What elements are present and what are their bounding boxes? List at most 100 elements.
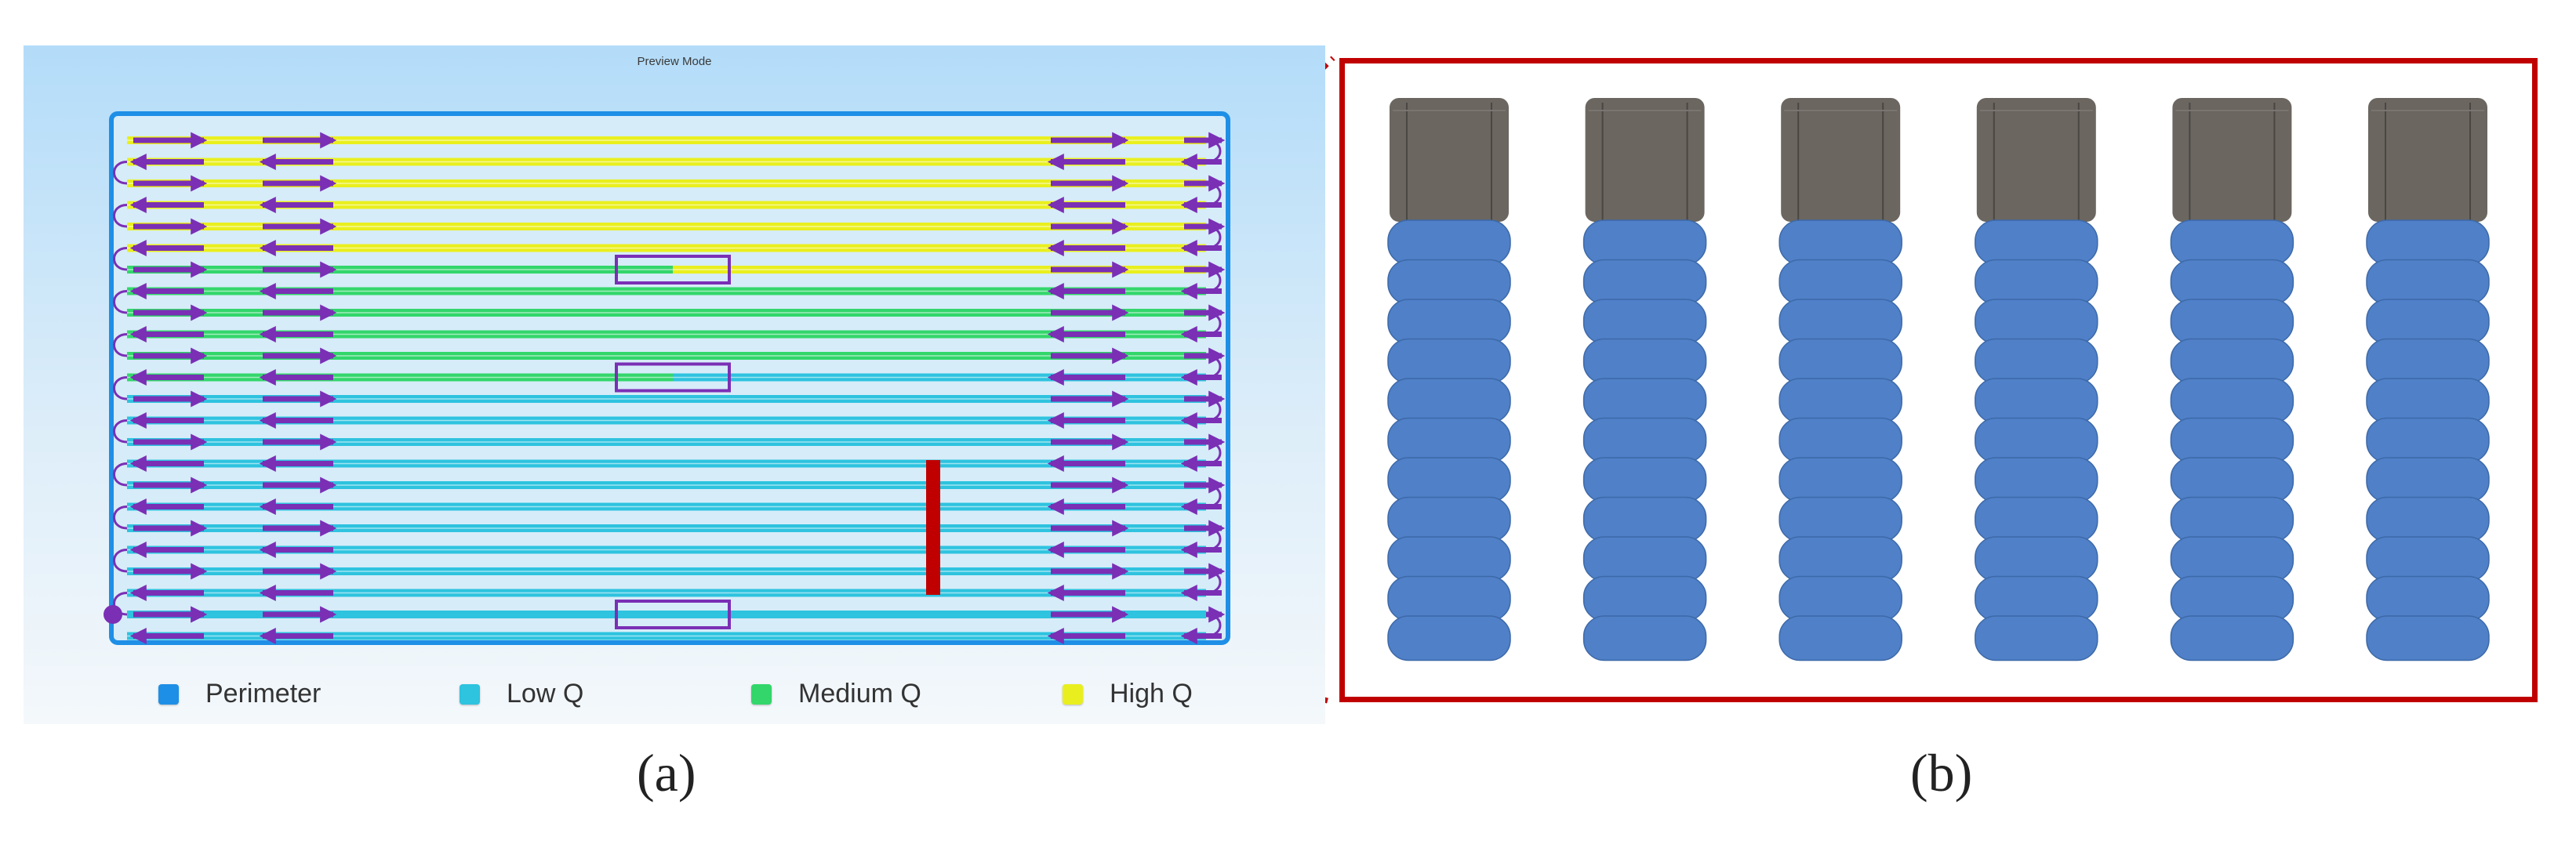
printed-bead xyxy=(1975,457,2098,503)
printed-bead xyxy=(1582,496,1707,542)
bead-columns xyxy=(1387,98,2490,661)
printed-bead xyxy=(1582,536,1707,582)
printed-bead xyxy=(1778,259,1902,305)
printed-bead xyxy=(1387,575,1511,622)
printed-bead xyxy=(1975,219,2098,266)
printed-bead xyxy=(2170,299,2294,345)
legend-swatch xyxy=(158,683,179,705)
printed-bead xyxy=(2170,536,2294,582)
printed-bead xyxy=(1778,338,1902,384)
path-turnaround xyxy=(113,419,128,444)
printed-bead xyxy=(2366,615,2490,661)
printed-bead xyxy=(1975,496,2098,542)
printed-bead xyxy=(1975,615,2098,661)
printed-bead xyxy=(1387,299,1511,345)
legend-label: Low Q xyxy=(507,679,584,708)
printed-bead xyxy=(1582,378,1707,424)
column-top-block xyxy=(1976,98,2096,222)
path-start-marker xyxy=(104,605,122,624)
printed-bead xyxy=(2366,338,2490,384)
printed-bead xyxy=(1778,575,1902,622)
printed-bead xyxy=(2170,615,2294,661)
printed-bead xyxy=(2366,575,2490,622)
bead-column xyxy=(1975,98,2098,661)
printed-bead xyxy=(2170,417,2294,463)
printed-bead xyxy=(1387,219,1511,266)
path-turnaround xyxy=(113,549,128,573)
printed-bead xyxy=(1582,338,1707,384)
printed-bead xyxy=(2366,219,2490,266)
path-turnaround xyxy=(113,506,128,530)
printed-bead xyxy=(1582,575,1707,622)
printed-bead xyxy=(1387,615,1511,661)
printed-bead xyxy=(1582,219,1707,266)
toolpath-preview xyxy=(24,45,1325,724)
printed-bead xyxy=(2366,378,2490,424)
printed-bead xyxy=(2170,575,2294,622)
bead-column xyxy=(1582,98,1707,661)
legend-swatch xyxy=(460,683,480,705)
printed-bead xyxy=(1582,259,1707,305)
printed-bead xyxy=(1778,615,1902,661)
printed-bead xyxy=(1778,219,1902,266)
printed-bead xyxy=(1387,536,1511,582)
path-turnaround xyxy=(113,333,128,357)
printed-bead xyxy=(1975,338,2098,384)
printed-bead xyxy=(2366,299,2490,345)
legend-item-low-q: Low Q xyxy=(460,679,583,709)
cross-section-zoom-panel xyxy=(1339,58,2538,702)
printed-bead xyxy=(2366,457,2490,503)
printed-bead xyxy=(1387,259,1511,305)
caption-b: (b) xyxy=(1910,743,1973,803)
legend-label: Medium Q xyxy=(798,679,921,708)
printed-bead xyxy=(1387,338,1511,384)
printed-bead xyxy=(1387,378,1511,424)
printed-bead xyxy=(2170,457,2294,503)
preview-mode-label: Preview Mode xyxy=(637,55,712,68)
caption-a: (a) xyxy=(637,743,696,803)
transition-box xyxy=(615,362,731,393)
printed-bead xyxy=(2366,496,2490,542)
legend-label: Perimeter xyxy=(205,679,322,708)
column-top-block xyxy=(2172,98,2292,222)
printed-bead xyxy=(2170,378,2294,424)
printed-bead xyxy=(2170,338,2294,384)
transition-box xyxy=(615,255,731,284)
column-top-block xyxy=(1781,98,1901,222)
printed-bead xyxy=(1975,575,2098,622)
bead-column xyxy=(2170,98,2294,661)
bead-column xyxy=(2366,98,2490,661)
legend-swatch xyxy=(751,683,772,705)
printed-bead xyxy=(1582,417,1707,463)
legend-item-medium-q: Medium Q xyxy=(751,679,921,709)
section-marker xyxy=(926,460,940,595)
legend-swatch xyxy=(1063,683,1083,705)
printed-bead xyxy=(1778,378,1902,424)
legend-label: High Q xyxy=(1110,679,1193,708)
printed-bead xyxy=(1778,496,1902,542)
column-top-block xyxy=(1390,98,1509,222)
printed-bead xyxy=(1582,299,1707,345)
printed-bead xyxy=(1975,259,2098,305)
path-turnaround xyxy=(113,462,128,487)
path-turnaround xyxy=(113,290,128,314)
printed-bead xyxy=(1778,536,1902,582)
printed-bead xyxy=(1778,457,1902,503)
printed-bead xyxy=(1975,536,2098,582)
printed-bead xyxy=(1778,417,1902,463)
column-top-block xyxy=(1585,98,1705,222)
legend: Perimeter Low Q Medium Q High Q xyxy=(24,672,1325,716)
printed-bead xyxy=(1975,299,2098,345)
path-turnaround xyxy=(113,161,128,185)
legend-item-perimeter: Perimeter xyxy=(158,679,321,709)
bead-column xyxy=(1387,98,1511,661)
printed-bead xyxy=(2366,259,2490,305)
printed-bead xyxy=(1975,417,2098,463)
printed-bead xyxy=(1387,457,1511,503)
printed-bead xyxy=(1582,615,1707,661)
printed-bead xyxy=(2170,259,2294,305)
printed-bead xyxy=(1387,496,1511,542)
printed-bead xyxy=(2366,536,2490,582)
printed-bead xyxy=(1975,378,2098,424)
printed-bead xyxy=(2170,496,2294,542)
